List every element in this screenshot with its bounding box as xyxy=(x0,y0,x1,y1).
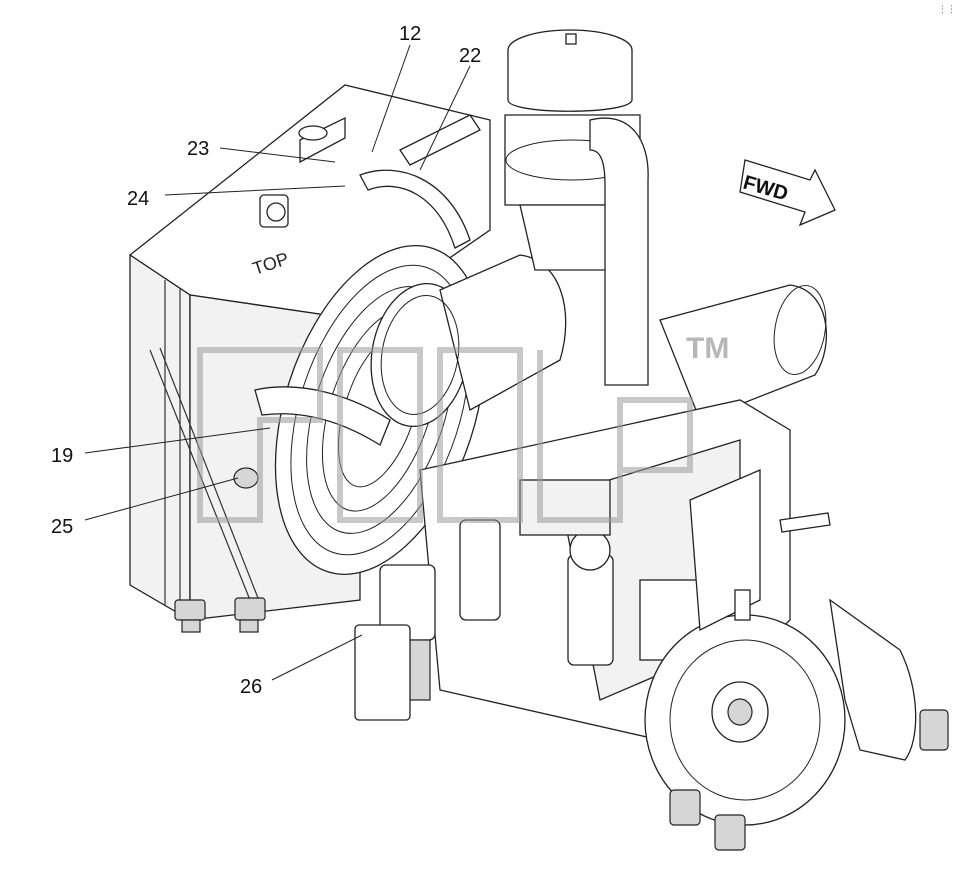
leader-25 xyxy=(84,477,239,521)
callout-19: 19 xyxy=(51,445,73,467)
callout-23: 23 xyxy=(187,138,209,160)
callout-22: 22 xyxy=(459,45,481,67)
leader-22 xyxy=(419,65,471,171)
leader-19 xyxy=(84,427,271,454)
watermark-tm: TM xyxy=(686,332,729,365)
forward-direction-arrow: FWD xyxy=(739,159,836,227)
callout-labels: 12 22 23 24 19 25 26 xyxy=(51,23,481,698)
leader-24 xyxy=(164,185,346,196)
callout-24: 24 xyxy=(127,188,149,210)
corner-mark: ⋮⋮ xyxy=(938,5,956,15)
watermark: TM xyxy=(197,332,729,523)
leader-12 xyxy=(371,44,411,153)
callout-26: 26 xyxy=(240,676,262,698)
svg-text:⋮⋮: ⋮⋮ xyxy=(938,5,956,15)
leader-26 xyxy=(271,634,363,681)
callout-12: 12 xyxy=(399,23,421,45)
engine-block xyxy=(354,399,949,851)
air-cleaner xyxy=(504,29,827,421)
callout-25: 25 xyxy=(51,516,73,538)
leader-23 xyxy=(219,147,336,163)
leader-lines xyxy=(84,44,471,681)
